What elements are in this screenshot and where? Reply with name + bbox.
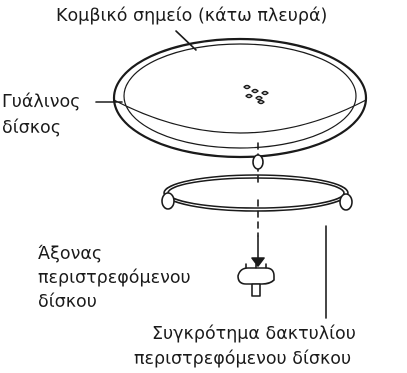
shaft-head bbox=[237, 267, 275, 285]
shaft-label-line3: δίσκου bbox=[38, 292, 97, 312]
shaft-label-line2: περιστρεφόμενου bbox=[38, 268, 191, 288]
roller-wheel-front bbox=[252, 154, 264, 170]
roller-ring bbox=[161, 154, 353, 212]
glass-tray-bottom-thickness bbox=[113, 99, 367, 134]
coupler-label: Κομβικό σημείο (κάτω πλευρά) bbox=[56, 6, 328, 26]
roller-wheel-right bbox=[339, 193, 353, 211]
shaft-head-lugs bbox=[245, 263, 267, 269]
glass-tray bbox=[112, 37, 368, 159]
glass-tray-label-line1: Γυάλινος bbox=[2, 92, 81, 112]
shaft-stem bbox=[251, 283, 261, 297]
glass-tray-outer-rim bbox=[112, 37, 368, 159]
roller-ring-label-line2: περιστρεφόμενου δίσκου bbox=[134, 349, 352, 369]
turntable-shaft bbox=[237, 263, 275, 297]
roller-ring-label-line1: Συγκρότημα δακτυλίου bbox=[152, 324, 356, 344]
axis-arrow-head bbox=[251, 257, 265, 267]
coupler-leader-line bbox=[175, 30, 197, 51]
glass-tray-inner-rim bbox=[123, 43, 357, 149]
glass-tray-label-line2: δίσκος bbox=[2, 118, 62, 138]
roller-wheel-left bbox=[161, 192, 175, 210]
coupler-marks bbox=[243, 84, 269, 105]
shaft-label-line1: Άξονας bbox=[38, 244, 103, 264]
roller-ring-inner bbox=[167, 177, 345, 209]
roller-ring-outer bbox=[163, 174, 349, 212]
